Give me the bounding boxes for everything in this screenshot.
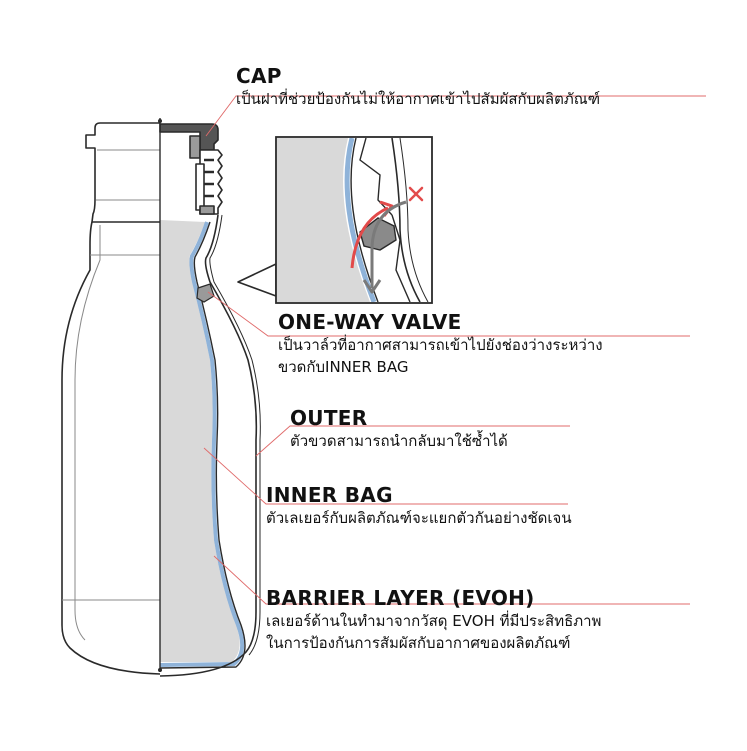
inner-bag-title: INNER BAG <box>266 483 393 507</box>
inner-bag-shape <box>160 220 240 662</box>
cap-section <box>159 123 223 215</box>
barrier-desc-line-2: ในการป้องกันการสัมผัสกับอากาศของผลิตภัณฑ… <box>266 634 571 652</box>
barrier-label: BARRIER LAYER (EVOH) เลเยอร์ด้านในทำมาจา… <box>266 586 601 654</box>
valve-title: ONE-WAY VALVE <box>278 310 462 334</box>
air-arrow <box>350 206 389 269</box>
barrier-leader <box>213 555 690 605</box>
outer-desc: ตัวขวดสามารถนำกลับมาใช้ซ้ำได้ <box>290 432 508 450</box>
inner-bag-leader <box>203 447 568 505</box>
inner-bag-label: INNER BAG ตัวเลเยอร์กับผลิตภัณฑ์จะแยกตัว… <box>266 483 572 529</box>
cap-desc: เป็นฝาที่ช่วยป้องกันไม่ให้อากาศเข้าไปสัม… <box>236 90 601 108</box>
barrier-title: BARRIER LAYER (EVOH) <box>266 586 535 610</box>
blocked-x-icon <box>408 186 424 202</box>
valve-desc-line-1: เป็นวาล์วที่อากาศสามารถเข้าไปยังช่องว่าง… <box>278 336 603 354</box>
barrier-layer <box>159 221 245 667</box>
outer-bottle <box>61 122 161 675</box>
valve-label: ONE-WAY VALVE เป็นวาล์วที่อากาศสามารถเข้… <box>278 310 603 378</box>
outer-wall <box>159 214 258 677</box>
outer-leader <box>255 425 570 457</box>
cap-leader <box>205 95 706 137</box>
cap-label: CAP เป็นฝาที่ช่วยป้องกันไม่ให้อากาศเข้าไ… <box>236 64 600 110</box>
barrier-desc-line-1: เลเยอร์ด้านในทำมาจากวัสดุ EVOH ที่มีประส… <box>266 612 602 630</box>
valve-desc-line-2: ขวดกับINNER BAG <box>278 358 409 376</box>
outer-title: OUTER <box>290 406 368 430</box>
inner-bag-desc: ตัวเลเยอร์กับผลิตภัณฑ์จะแยกตัวกันอย่างชั… <box>266 509 572 527</box>
product-arrow <box>370 200 407 288</box>
leader-lines <box>203 95 706 605</box>
valve-zoom-callout <box>237 136 433 304</box>
outer-label: OUTER ตัวขวดสามารถนำกลับมาใช้ซ้ำได้ <box>290 406 508 452</box>
valve-leader <box>207 291 690 337</box>
one-way-valve <box>196 283 215 303</box>
bottle-cross-section <box>158 118 261 677</box>
cap-title: CAP <box>236 64 282 88</box>
